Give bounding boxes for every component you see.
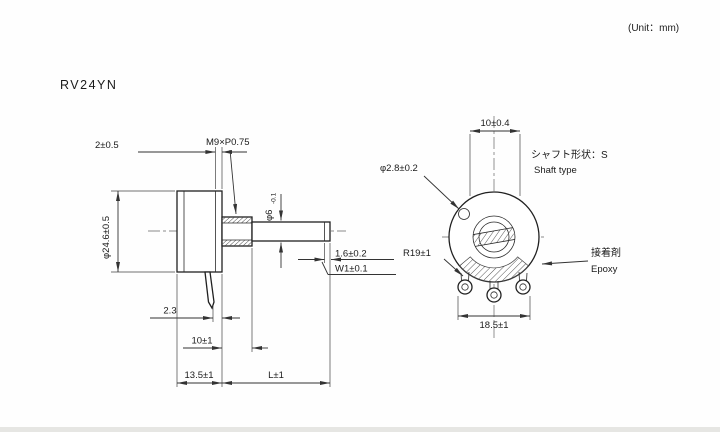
dim-terminal-span-group: 18.5±1: [457, 296, 531, 331]
dim-shaft-length: L±1: [268, 370, 284, 381]
unit-label: (Unit：mm): [628, 23, 679, 34]
dim-body-length: 13.5±1: [185, 370, 214, 381]
thread-hatch-top: [222, 217, 252, 223]
dim-lug-diameter-group: φ2.8±0.2: [380, 163, 460, 210]
dim-shaft-length-group: L±1: [222, 370, 330, 385]
terminals: [457, 271, 531, 303]
dim-slot-group: 1.6±0.2 W1±0.1: [298, 243, 396, 275]
dim-terminal-radius-group: R19±1: [403, 248, 464, 277]
photo-edge: [0, 427, 720, 432]
dim-terminal-radius: R19±1: [403, 248, 431, 259]
side-view: 2±0.5 M9×P0.75 φ6 -0.1 φ24.6±0.5: [95, 137, 396, 387]
dim-body-diameter-group: φ24.6±0.5: [101, 190, 175, 273]
adhesive-label-en: Epoxy: [591, 264, 618, 275]
dim-front-thickness-group: 2±0.5: [95, 140, 247, 189]
terminal-left: [457, 279, 473, 295]
dim-terminal-span: 18.5±1: [480, 320, 509, 331]
dim-thread-callout: M9×P0.75: [206, 137, 250, 148]
shaft-slot: [473, 227, 515, 247]
shaft: [251, 221, 331, 242]
dim-terminal-offset-group: 2.3: [150, 305, 240, 322]
shaft-shape-label-en: Shaft type: [534, 165, 577, 176]
shaft-hub: [472, 215, 516, 259]
dim-shaft-diameter: φ6: [264, 210, 275, 221]
terminal-right: [515, 279, 531, 295]
dim-bushing-length: 10±1: [191, 336, 212, 347]
dim-body-length-group: 13.5±1: [177, 370, 222, 385]
dim-shaft-diameter-tolerance: -0.1: [271, 192, 278, 204]
model-label: RV24YN: [60, 78, 117, 92]
dim-lug-diameter: φ2.8±0.2: [380, 163, 418, 174]
adhesive-label-group: 接着剤 Epoxy: [541, 246, 621, 275]
adhesive-label-jp: 接着剤: [591, 246, 621, 259]
dim-thread-group: M9×P0.75: [206, 137, 250, 215]
lug-hole: [458, 208, 470, 220]
thread-hatch-bottom: [222, 240, 252, 246]
dim-top-width: 10±0.4: [481, 118, 510, 129]
terminal-pin: [204, 271, 215, 310]
potentiometer-body: [176, 190, 223, 310]
dim-bushing-length-group: 10±1: [183, 248, 268, 352]
dim-shaft-diameter-group: φ6 -0.1: [264, 192, 283, 268]
dim-terminal-offset: 2.3: [163, 306, 176, 317]
dim-front-thickness: 2±0.5: [95, 140, 119, 151]
shaft-shape-label-jp: シャフト形状：S: [531, 148, 608, 161]
dim-body-diameter: φ24.6±0.5: [101, 216, 112, 259]
dim-slot-depth: W1±0.1: [335, 264, 368, 275]
epoxy-seal-area: [459, 256, 529, 283]
front-view: 10±0.4 φ2.8±0.2 シャフト形状：S Shaft type R19±…: [380, 116, 621, 338]
dim-top-width-group: 10±0.4: [469, 118, 521, 196]
dim-slot-width: 1.6±0.2: [335, 249, 367, 260]
threaded-bushing: [221, 216, 253, 247]
terminal-center: [486, 287, 502, 303]
